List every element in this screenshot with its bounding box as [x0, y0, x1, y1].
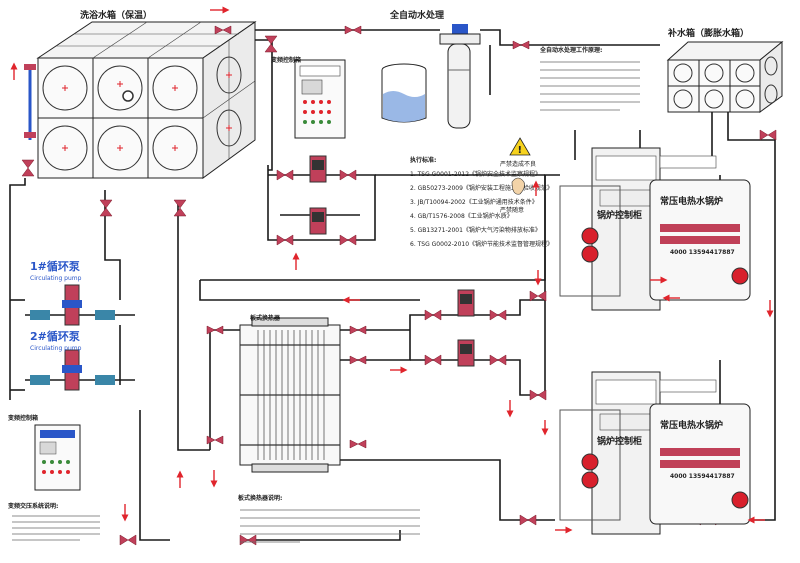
boiler-2-name-label: 常压电热水锅炉 — [660, 419, 723, 431]
vfd-description-lines — [12, 515, 100, 541]
standards-item: 2. GB50273-2009《锅炉安装工程施工及验收规范》 — [410, 184, 553, 192]
bottom-control-panel — [34, 424, 81, 491]
plate-heat-exchanger — [239, 317, 341, 473]
boiler-2-cabinet-label: 锅炉控制柜 — [596, 435, 642, 447]
pump-2-en-label: Circulating pump — [30, 345, 82, 352]
warning-sub: 严禁随意 — [500, 206, 524, 214]
hx-description-title: 板式换热器说明: — [238, 494, 282, 502]
warning-title: 严禁造成不良 — [500, 160, 536, 168]
pump-1-label: 1#循环泵 — [30, 259, 80, 273]
treatment-description-title: 全自动水处理工作原理: — [539, 46, 602, 54]
boiler-1-name-label: 常压电热水锅炉 — [660, 195, 723, 207]
hand-icon — [511, 177, 525, 195]
left-circulation-pumps — [30, 284, 115, 391]
standards-item: 3. JB/T10094-2002《工业锅炉通用技术条件》 — [410, 198, 538, 206]
water-treatment-label: 全自动水处理 — [389, 9, 444, 21]
top-control-panel — [294, 59, 346, 139]
warning-icon: ! — [509, 137, 531, 156]
heat-exchanger-label: 板式换热器 — [250, 314, 281, 322]
makeup-tank — [666, 40, 784, 113]
flow-arrows — [10, 6, 774, 534]
standards-title: 执行标准: — [410, 156, 436, 164]
central-pumps — [309, 155, 475, 367]
pump-1-en-label: Circulating pump — [30, 275, 82, 282]
vfd-description-title: 变频交压系统说明: — [8, 502, 58, 510]
standards-item: 5. GB13271-2001《锅炉大气污染物排放标准》 — [410, 226, 541, 234]
hx-description-lines — [240, 509, 420, 543]
boiler-1-cabinet-label: 锅炉控制柜 — [596, 209, 642, 221]
boiler-2 — [559, 371, 751, 535]
boiler-1-phone: 4000 13594417887 — [670, 249, 735, 256]
valves — [21, 25, 777, 546]
makeup-tank-label: 补水箱（膨胀水箱） — [667, 27, 749, 39]
standards-item: 6. TSG G0002-2010《锅炉节能技术监督管理规程》 — [410, 240, 553, 248]
treatment-description-lines — [540, 61, 640, 111]
standards-item: 1. TSG G0001-2012《锅炉安全技术监察规程》 — [410, 170, 541, 178]
top-panel-label: 变频控制箱 — [271, 56, 301, 64]
svg-text:!: ! — [518, 145, 523, 156]
bottom-panel-label: 变频控制箱 — [8, 414, 38, 422]
pump-2-label: 2#循环泵 — [30, 329, 80, 343]
standards-item: 4. GB/T1576-2008《工业锅炉水质》 — [410, 212, 513, 220]
boiler-2-phone: 4000 13594417887 — [670, 473, 735, 480]
water-treatment-unit — [381, 24, 481, 129]
main-tank — [24, 21, 257, 179]
main-tank-label: 洗浴水箱（保温） — [80, 9, 152, 21]
boiler-1 — [559, 147, 751, 311]
